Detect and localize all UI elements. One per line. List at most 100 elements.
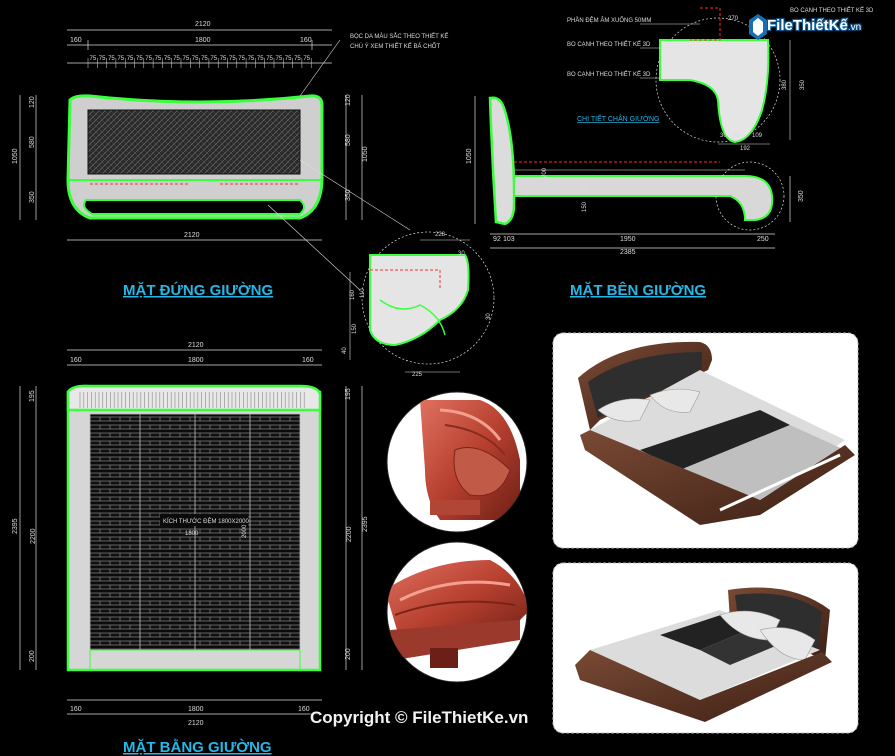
det-t-270: 270 xyxy=(728,16,739,22)
dim-slat-label: 75 xyxy=(164,56,171,62)
det-t-side-h: 350 xyxy=(800,79,806,90)
dim-slat-label: 75 xyxy=(192,56,199,62)
logo-text: FileThiếtKế.vn xyxy=(767,17,862,34)
dim-front-total: 2120 xyxy=(195,21,211,28)
dim-front-side-r: 160 xyxy=(300,37,312,44)
side-elevation: 92 103 1950 2385 250 1050 350 200 160 15… xyxy=(466,96,805,256)
plan-mattress-note: KÍCH THƯỚC ĐỆM 1800X2000 xyxy=(163,517,250,525)
dim-front-inner: 1800 xyxy=(195,37,211,44)
dim-front-h1-r: 120 xyxy=(345,94,352,106)
dim-plan-head-r: 195 xyxy=(345,388,352,400)
dim-slat-label: 75 xyxy=(136,56,143,62)
dim-plan-len2-r: 2200 xyxy=(346,526,353,542)
dim-slat-label: 75 xyxy=(248,56,255,62)
side-view-title: MẶT BÊN GIƯỜNG xyxy=(570,281,706,299)
dim-side-main: 1950 xyxy=(620,236,636,243)
dim-side-height: 1050 xyxy=(466,148,473,164)
dim-slat-label: 75 xyxy=(210,56,217,62)
dim-slat-label: 75 xyxy=(285,56,292,62)
dim-plan-len-l: 2395 xyxy=(12,518,19,534)
side-note-2: BO CẠNH THEO THIẾT KẾ 3D xyxy=(567,41,651,48)
det-c-150: 150 xyxy=(352,323,358,334)
dim-plan-len-r: 2395 xyxy=(362,516,369,532)
plan-view: 2120 1800 160 160 KÍCH THƯỚC ĐỆM 1800X20… xyxy=(12,342,369,727)
det-c-40: 40 xyxy=(342,347,348,354)
dim-slat-label: 75 xyxy=(294,56,301,62)
front-note-2: CHÚ Ý XEM THIẾT KẾ BÁ CHỐT xyxy=(350,43,440,50)
det-t-93: 93 xyxy=(733,133,740,139)
dim-plan-inner: 1800 xyxy=(188,357,204,364)
dim-slat-label: 75 xyxy=(303,56,310,62)
dim-slat-label: 75 xyxy=(99,56,106,62)
det-t-109: 109 xyxy=(752,133,763,139)
dim-front-h2: 580 xyxy=(29,136,36,148)
dim-plan-bottom-total: 2120 xyxy=(188,720,204,727)
dim-plan-side-l: 160 xyxy=(70,357,82,364)
render-panel-top xyxy=(552,332,859,549)
dim-front-h3-r: 350 xyxy=(345,189,352,201)
leg-detail-caption: CHI TIẾT CHÂN GIƯỜNG xyxy=(577,113,660,123)
dim-side-h: 350 xyxy=(798,190,805,202)
side-note-3: BO CẠNH THEO THIẾT KẾ 3D xyxy=(567,71,651,78)
det-c-225: 225 xyxy=(412,372,423,378)
leather-detail-bottom xyxy=(386,541,528,683)
site-logo: FileThiếtKế.vn xyxy=(749,14,875,44)
dim-slat-label: 75 xyxy=(117,56,124,62)
dim-plan-foot-r: 200 xyxy=(345,648,352,660)
leg-detail-top: PHẦN ĐỆM ÂM XUỐNG 50MM BO CẠNH THEO THIẾ… xyxy=(567,7,874,152)
det-t-192: 192 xyxy=(740,146,751,152)
dim-plan-bottom-side-r: 160 xyxy=(298,706,310,713)
dim-plan-mid-w: 1800 xyxy=(185,531,199,537)
dim-plan-foot-l: 200 xyxy=(29,650,36,662)
dim-front-h2-r: 580 xyxy=(345,134,352,146)
side-note-4: BO CẠNH THEO THIẾT KẾ 3D xyxy=(790,7,874,14)
dim-side-200: 200 xyxy=(542,167,548,178)
dim-slat-label: 75 xyxy=(183,56,190,62)
render-panel-bottom xyxy=(552,562,859,734)
dim-slat-label: 75 xyxy=(127,56,134,62)
front-note-1: BỌC DA MÀU SẮC THEO THIẾT KẾ xyxy=(350,32,448,40)
det-c-220: 228 xyxy=(435,232,446,238)
det-c-100: 110 xyxy=(360,288,366,298)
dim-slat-label: 75 xyxy=(155,56,162,62)
dim-plan-bottom-inner: 1800 xyxy=(188,706,204,713)
dim-slat-label: 75 xyxy=(173,56,180,62)
det-c-160: 160 xyxy=(350,289,356,300)
plan-view-title: MẶT BẰNG GIƯỜNG xyxy=(123,738,272,756)
det-c-25: 30 xyxy=(458,251,465,257)
det-t-380: 380 xyxy=(782,79,788,90)
det-c-30: 30 xyxy=(486,313,492,320)
dim-slat-label: 75 xyxy=(220,56,227,62)
dim-side-150: 150 xyxy=(582,201,588,212)
dim-slat-label: 75 xyxy=(108,56,115,62)
dim-slat-label: 75 xyxy=(276,56,283,62)
dim-slat-label: 75 xyxy=(229,56,236,62)
dim-front-h3: 350 xyxy=(29,191,36,203)
dim-side-b: 103 xyxy=(503,236,515,243)
dim-plan-side-r: 160 xyxy=(302,357,314,364)
side-note-1: PHẦN ĐỆM ÂM XUỐNG 50MM xyxy=(567,16,651,24)
dim-slat-label: 75 xyxy=(201,56,208,62)
det-t-30: 30 xyxy=(720,133,727,139)
dim-front-bottom: 2120 xyxy=(184,232,200,239)
dim-slat-label: 75 xyxy=(266,56,273,62)
dim-side-total: 2385 xyxy=(620,249,636,256)
leather-detail-top xyxy=(386,391,528,533)
dim-plan-len2-l: 2200 xyxy=(30,528,37,544)
dim-front-height-r: 1050 xyxy=(362,146,369,162)
logo-emblem-icon xyxy=(749,14,767,40)
dim-plan-mid: 2000 xyxy=(242,524,248,538)
dim-side-c: 250 xyxy=(757,236,769,243)
dim-front-h1: 120 xyxy=(29,96,36,108)
dim-slat-label: 75 xyxy=(145,56,152,62)
dim-front-side-l: 160 xyxy=(70,37,82,44)
copyright-watermark: Copyright © FileThietKe.vn xyxy=(310,708,529,727)
dim-plan-head-l: 195 xyxy=(29,390,36,402)
dim-slat-label: 75 xyxy=(238,56,245,62)
dim-front-height: 1050 xyxy=(12,148,19,164)
dim-side-160: 160 xyxy=(582,179,588,190)
dim-slat-label: 75 xyxy=(257,56,264,62)
dim-plan-total: 2120 xyxy=(188,342,204,349)
